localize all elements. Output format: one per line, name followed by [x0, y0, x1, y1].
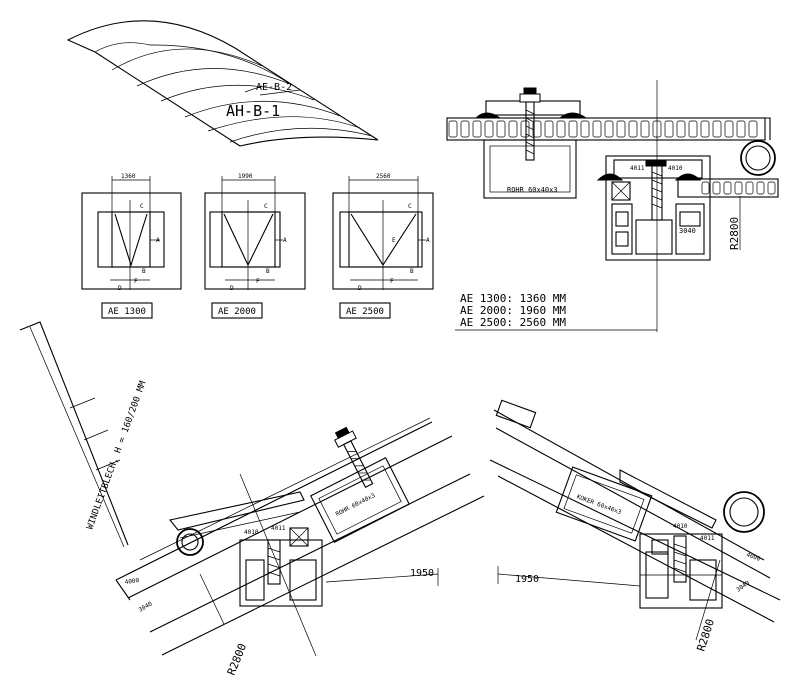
elev1-b: B	[142, 268, 146, 275]
right-1950-label: 1950	[515, 574, 539, 585]
elev2-f: F	[256, 278, 260, 285]
barrel-vault-isometric: AE-B-2 AH-B-1	[66, 20, 379, 147]
left-4010-label: 4010	[244, 529, 259, 536]
elev3-width-dim: 2560	[376, 173, 391, 180]
right-3040-label: 3040	[735, 579, 751, 593]
elevation-ae2000: 1990 C A B D F AE 2000	[204, 173, 306, 319]
iso-label-ah-b-1: AH-B-1	[226, 102, 280, 120]
elev1-width-dim: 1360	[121, 173, 136, 180]
elev1-a: A	[156, 237, 160, 244]
elev3-c: C	[408, 203, 412, 210]
right-4011-label: 4011	[700, 535, 715, 542]
left-rohr-label: ROHR 60x40x3	[335, 492, 377, 518]
section-detail-bottom-left: WINDLEITBLECH, H = 160/200 MM ROHR 60x40…	[19, 321, 485, 678]
elev1-d: D	[118, 285, 122, 292]
iso-label-ae-b-2: AE-B-2	[256, 82, 292, 93]
elev1-caption: AE 1300	[108, 307, 146, 317]
elev2-caption: AE 2000	[218, 307, 256, 317]
right-4010-label: 4010	[673, 523, 688, 530]
elev3-d: D	[358, 285, 362, 292]
left-r2800-label: R2800	[225, 642, 249, 678]
elev3-b: B	[410, 268, 414, 275]
elev1-c: C	[140, 203, 144, 210]
top-table-line-3: AE 2500: 2560 MM	[460, 316, 566, 329]
left-1950-label: 1950	[410, 568, 434, 579]
elevation-ae2500: 2560 C E A B D F AE 2500	[332, 173, 434, 319]
top-4011-label: 4011	[630, 165, 645, 172]
section-detail-top-right: ROHR 60x40x3 4011 4010 3040 R2800 AE 130…	[446, 80, 779, 332]
elev3-f: F	[390, 278, 394, 285]
elev1-f: F	[134, 278, 138, 285]
left-windleitblech-label: WINDLEITBLECH, H = 160/200 MM	[85, 379, 148, 531]
top-r2800-label: R2800	[728, 217, 741, 250]
left-4000-label: 4000	[124, 577, 140, 586]
right-4000-label: 4000	[745, 551, 761, 563]
section-detail-bottom-right: KOKER 60x40x3 4010 4011 4000 3040 R2800 …	[489, 399, 781, 653]
top-table-line-1: AE 1300: 1360 MM	[460, 292, 566, 305]
top-rohr-label: ROHR 60x40x3	[507, 186, 558, 194]
elev2-a: A	[283, 237, 287, 244]
elev3-e: E	[392, 237, 396, 244]
elev2-c: C	[264, 203, 268, 210]
top-3040-label: 3040	[679, 227, 696, 235]
elev2-d: D	[230, 285, 234, 292]
elev2-b: B	[266, 268, 270, 275]
elev3-caption: AE 2500	[346, 307, 384, 317]
right-r2800-label: R2800	[694, 617, 717, 653]
top-table-line-2: AE 2000: 1960 MM	[460, 304, 566, 317]
top-4010-label: 4010	[668, 165, 683, 172]
left-3040-label: 3040	[138, 600, 154, 613]
elev2-width-dim: 1990	[238, 173, 253, 180]
elev3-a: A	[426, 237, 430, 244]
elevation-ae1300: 1360 C A B D F AE 1300	[81, 173, 182, 319]
left-4011-label: 4011	[271, 525, 286, 532]
